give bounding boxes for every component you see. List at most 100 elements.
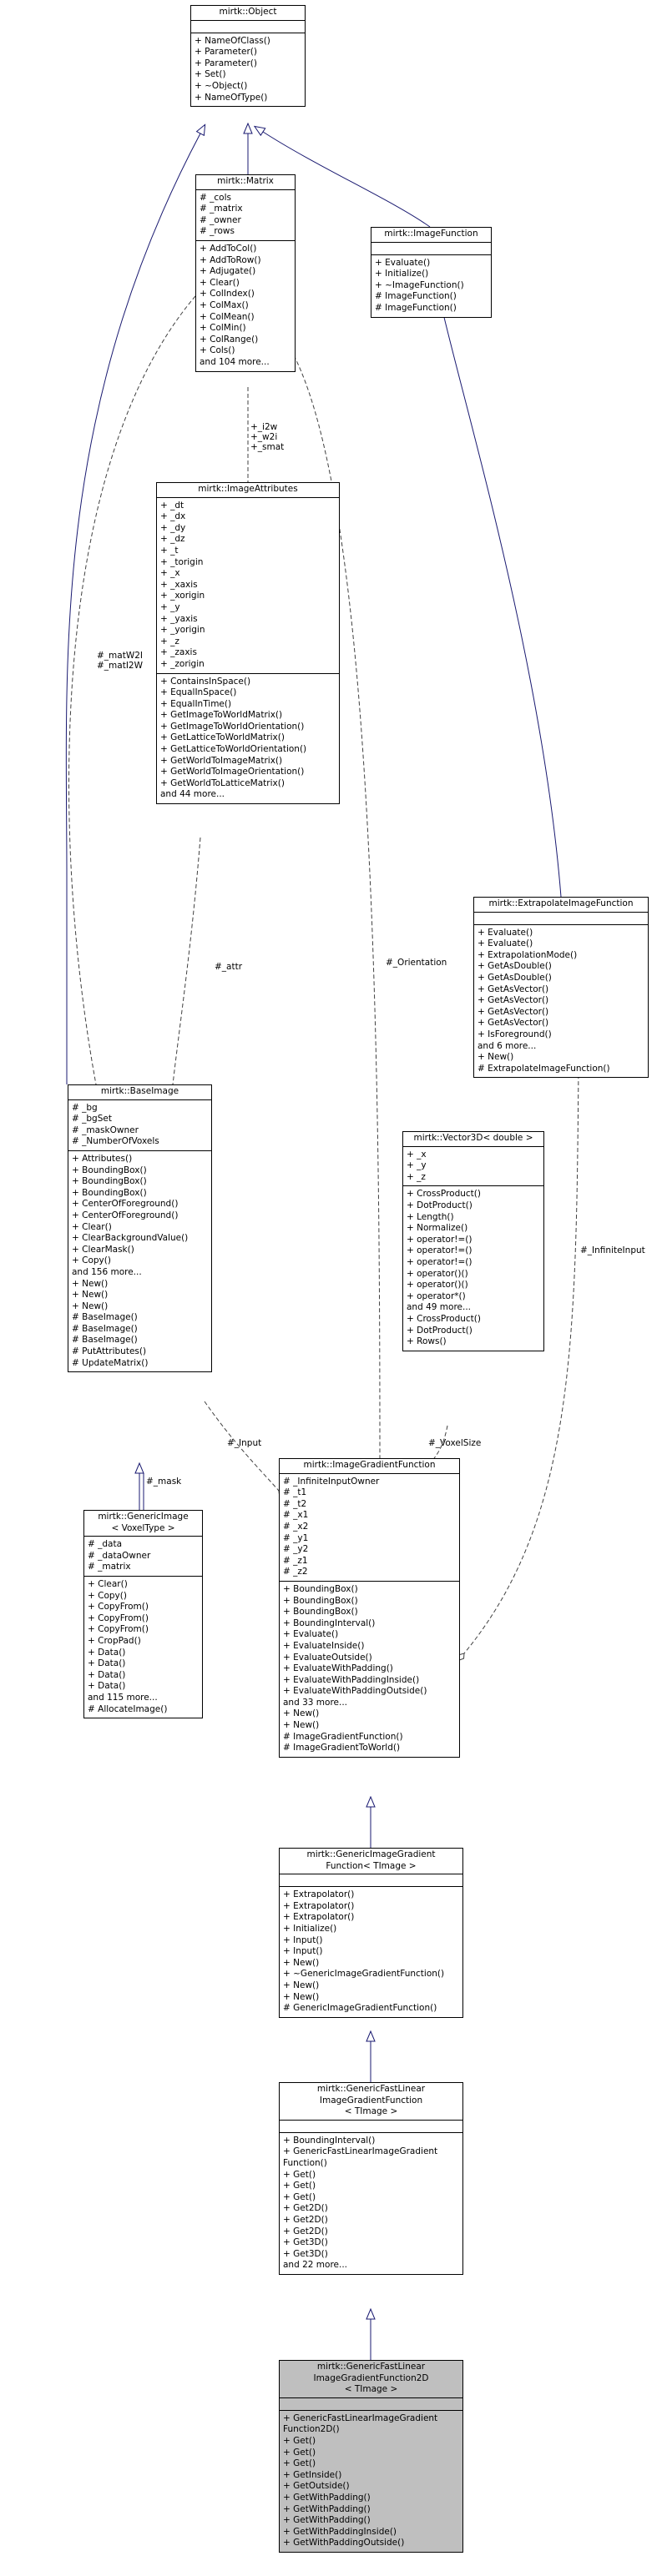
class-attributes: + _dt+ _dx+ _dy+ _dz+ _t+ _torigin+ _x+ …: [157, 496, 339, 673]
edge-extrapolate-to-imagefunction: [442, 310, 562, 898]
member-line: + GetLatticeToWorldMatrix(): [160, 732, 285, 743]
class-node-vector3d[interactable]: mirtk::Vector3D< double >+ _x+ _y+ _z+ C…: [402, 1131, 544, 1351]
member-line: + EvaluateInside(): [283, 1640, 365, 1651]
class-node-gradientfunction[interactable]: mirtk::ImageGradientFunction# _InfiniteI…: [279, 1458, 460, 1758]
member-line: + Get(): [283, 2191, 316, 2202]
class-node-object[interactable]: mirtk::Object+ NameOfClass()+ Parameter(…: [190, 5, 306, 108]
edge-matrix-baseimage: [68, 295, 196, 1094]
member-line: + ClearMask(): [72, 1244, 134, 1255]
member-line: + EvaluateWithPaddingInside(): [283, 1674, 420, 1685]
edge-label-line: +_smat: [250, 442, 285, 452]
member-line: + Initialize(): [283, 1923, 337, 1934]
member-line: # _owner: [200, 214, 241, 225]
class-node-extrapolate[interactable]: mirtk::ExtrapolateImageFunction+ Evaluat…: [473, 897, 649, 1079]
member-line: + operator*(): [407, 1291, 466, 1301]
member-line: + Length(): [407, 1211, 454, 1222]
member-line: + BoundingBox(): [283, 1583, 358, 1594]
member-line: # UpdateMatrix(): [72, 1357, 149, 1368]
member-line: + New(): [72, 1301, 109, 1311]
member-line: # _matrix: [88, 1562, 131, 1572]
member-line: + EqualInTime(): [160, 698, 232, 709]
member-line: + Parameter(): [195, 47, 257, 58]
member-line: + Evaluate(): [478, 938, 533, 949]
member-line: + BoundingBox(): [72, 1176, 147, 1187]
member-line: # ImageGradientToWorld(): [283, 1743, 401, 1753]
member-line: + CrossProduct(): [407, 1189, 481, 1200]
member-line: + Rows(): [407, 1336, 447, 1347]
member-line: + _dz: [160, 534, 185, 545]
edge-imagefunction-to-object: [263, 132, 431, 228]
member-line: + Get(): [283, 2181, 316, 2191]
class-node-imageattributes[interactable]: mirtk::ImageAttributes+ _dt+ _dx+ _dy+ _…: [156, 482, 340, 805]
class-node-matrix[interactable]: mirtk::Matrix# _cols# _matrix# _owner# _…: [195, 174, 296, 372]
member-line: < TImage >: [344, 2106, 398, 2117]
member-line: mirtk::ImageFunction: [384, 229, 478, 239]
member-line: mirtk::Matrix: [217, 176, 274, 186]
class-node-genericimage[interactable]: mirtk::GenericImage< VoxelType ># _data#…: [83, 1510, 203, 1719]
member-line: # ImageFunction(): [375, 291, 457, 302]
member-line: + Parameter(): [195, 58, 257, 68]
member-line: + operator()(): [407, 1280, 468, 1291]
member-line: + BoundingBox(): [72, 1165, 147, 1175]
member-line: + EvaluateOutside(): [283, 1652, 372, 1663]
member-line: # ExtrapolateImageFunction(): [478, 1063, 610, 1074]
member-line: + ColRange(): [200, 334, 259, 345]
class-attributes: [280, 2119, 462, 2132]
member-line: + operator!=(): [407, 1234, 472, 1245]
edge-label-line: #_matW2I: [97, 651, 143, 661]
class-title: mirtk::BaseImage: [68, 1085, 211, 1099]
member-line: + ~Object(): [195, 80, 248, 91]
member-line: + Data(): [88, 1669, 126, 1680]
member-line: and 44 more...: [160, 789, 225, 800]
member-line: + EqualInSpace(): [160, 687, 237, 698]
member-line: # _NumberOfVoxels: [72, 1136, 159, 1147]
member-line: + GetInside(): [283, 2469, 342, 2480]
member-line: + CopyFrom(): [88, 1624, 149, 1635]
member-line: + GetWithPadding(): [283, 2492, 371, 2503]
member-line: # _z2: [283, 1567, 308, 1577]
member-line: + New(): [283, 1991, 320, 2002]
class-title: mirtk::ImageAttributes: [157, 483, 339, 497]
member-line: + NameOfClass(): [195, 35, 270, 46]
class-title: mirtk::ExtrapolateImageFunction: [474, 898, 648, 912]
member-line: + GetImageToWorldMatrix(): [160, 710, 283, 721]
member-line: + _zaxis: [160, 647, 197, 658]
member-line: mirtk::GenericFastLinear: [316, 2362, 426, 2372]
member-line: + CopyFrom(): [88, 1602, 149, 1613]
member-line: + Evaluate(): [478, 927, 533, 938]
member-line: + operator!=(): [407, 1245, 472, 1256]
member-line: + DotProduct(): [407, 1325, 472, 1336]
class-attributes: + _x+ _y+ _z: [403, 1145, 543, 1186]
member-line: + New(): [283, 1980, 320, 1990]
member-line: + Clear(): [200, 277, 240, 288]
member-line: Function(): [283, 2157, 327, 2168]
member-line: # _t1: [283, 1487, 307, 1498]
class-methods: + Attributes()+ BoundingBox()+ BoundingB…: [68, 1150, 211, 1371]
member-line: # _x2: [283, 1521, 309, 1532]
member-line: # BaseImage(): [72, 1312, 138, 1323]
member-line: mirtk::ExtrapolateImageFunction: [488, 898, 634, 908]
member-line: + Cols(): [200, 345, 235, 356]
member-line: and 104 more...: [200, 356, 270, 367]
member-line: + ~GenericImageGradientFunction(): [283, 1969, 445, 1980]
member-line: + _z: [407, 1171, 426, 1182]
edge-label-line: #_matI2W: [97, 661, 143, 671]
edge-label-line: +_i2w: [250, 422, 278, 432]
class-title: mirtk::Vector3D< double >: [403, 1132, 543, 1146]
class-node-imagefunction[interactable]: mirtk::ImageFunction+ Evaluate()+ Initia…: [371, 227, 492, 318]
member-line: + Get(): [283, 2458, 316, 2469]
class-node-baseimage[interactable]: mirtk::BaseImage# _bg# _bgSet# _maskOwne…: [68, 1084, 212, 1373]
edge-label-line: +_w2i: [250, 432, 278, 442]
member-line: # _cols: [200, 192, 231, 203]
member-line: + Get3D(): [283, 2237, 328, 2248]
edge-label-orientation: #_Orientation: [386, 958, 447, 968]
member-line: mirtk::ImageGradientFunction: [303, 1460, 436, 1470]
member-line: + GenericFastLinearImageGradient: [283, 2412, 438, 2423]
member-line: + CenterOfForeground(): [72, 1210, 179, 1220]
